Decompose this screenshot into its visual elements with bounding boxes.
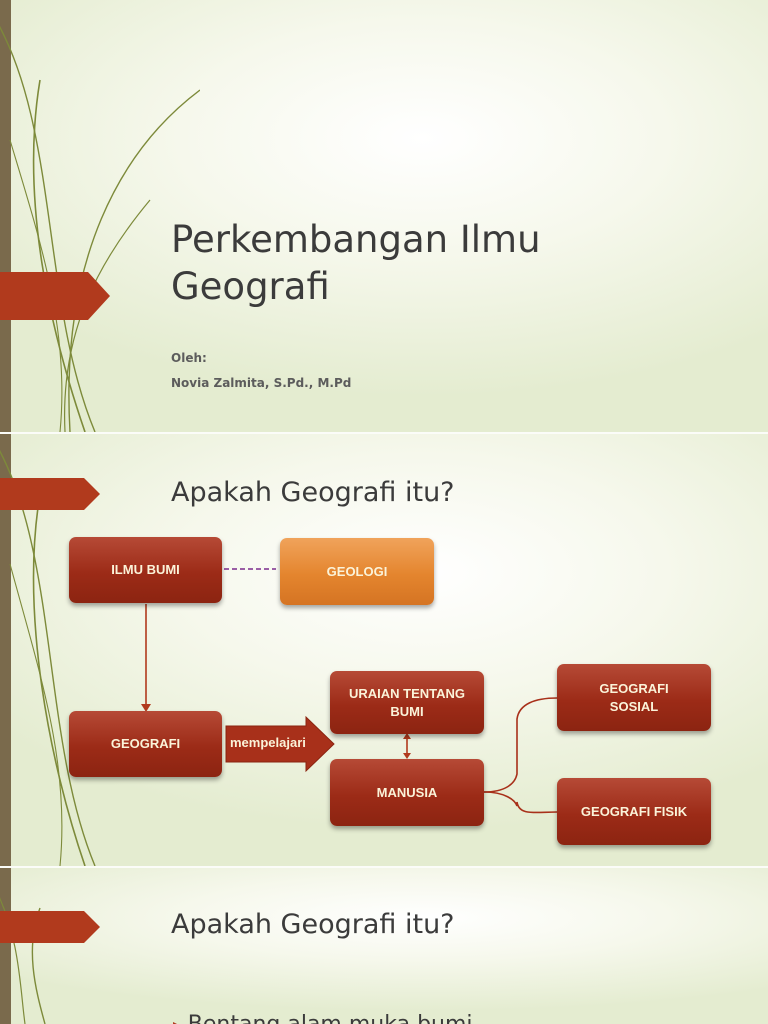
geologi-box[interactable]: GEOLOGI (280, 538, 434, 605)
uraian-line-2: BUMI (390, 703, 424, 719)
geografi-box[interactable]: GEOGRAFI (69, 711, 222, 777)
author-name: Novia Zalmita, S.Pd., M.Pd (171, 376, 352, 390)
slide-diagram[interactable]: Apakah Geografi itu? ILMU BUMI GEOLOGI G… (0, 434, 768, 866)
geografi-fisik-label: GEOGRAFI FISIK (580, 803, 688, 819)
slide-tab-arrow-icon (0, 911, 100, 943)
bullet-text: Bentang alam muka bumi (188, 1012, 473, 1024)
sosial-line-2: SOSIAL (609, 698, 659, 714)
slide-edge-strip (0, 434, 11, 866)
title-line-1: Perkembangan Ilmu (171, 218, 541, 261)
slide-heading: Apakah Geografi itu? (171, 909, 455, 940)
ilmu-bumi-box[interactable]: ILMU BUMI (69, 537, 222, 603)
slide-bentang-alam[interactable]: Apakah Geografi itu? ▶ Bentang alam muka … (0, 868, 768, 1024)
slide-heading: Apakah Geografi itu? (171, 477, 455, 508)
author-label: Oleh: (171, 351, 207, 365)
geologi-label: GEOLOGI (326, 563, 388, 579)
ilmu-bumi-label: ILMU BUMI (111, 562, 180, 577)
slide-edge-strip (0, 868, 11, 1024)
mempelajari-label: mempelajari (230, 735, 306, 750)
title-line-2: Geografi (171, 265, 330, 308)
geografi-sosial-box[interactable]: GEOGRAFI SOSIAL (557, 664, 711, 731)
slide-title-heading: Perkembangan Ilmu Geografi (171, 216, 541, 310)
geografi-label: GEOGRAFI (110, 736, 181, 751)
bullet-item: ▶ Bentang alam muka bumi (173, 1012, 473, 1024)
diagram-connectors (141, 568, 558, 814)
manusia-box[interactable]: MANUSIA (330, 759, 484, 826)
manusia-label: MANUSIA (376, 784, 438, 800)
uraian-tentang-bumi-label: URAIAN TENTANG BUMI (349, 685, 465, 721)
bullet-arrow-icon: ▶ (173, 1019, 184, 1024)
swirl-decoration-icon (0, 897, 46, 1024)
slide-title[interactable]: Perkembangan Ilmu Geografi Oleh: Novia Z… (0, 0, 768, 432)
uraian-line-1: URAIAN TENTANG (348, 685, 466, 701)
slide-edge-strip (0, 0, 11, 432)
slide-tab-arrow-icon (0, 272, 110, 320)
geografi-sosial-label: GEOGRAFI SOSIAL (599, 680, 668, 716)
uraian-tentang-bumi-box[interactable]: URAIAN TENTANG BUMI (330, 671, 484, 734)
sosial-line-1: GEOGRAFI (599, 680, 669, 696)
swirl-decoration-icon (0, 25, 200, 432)
geografi-fisik-box[interactable]: GEOGRAFI FISIK (557, 778, 711, 845)
slide-tab-arrow-icon (0, 478, 100, 510)
